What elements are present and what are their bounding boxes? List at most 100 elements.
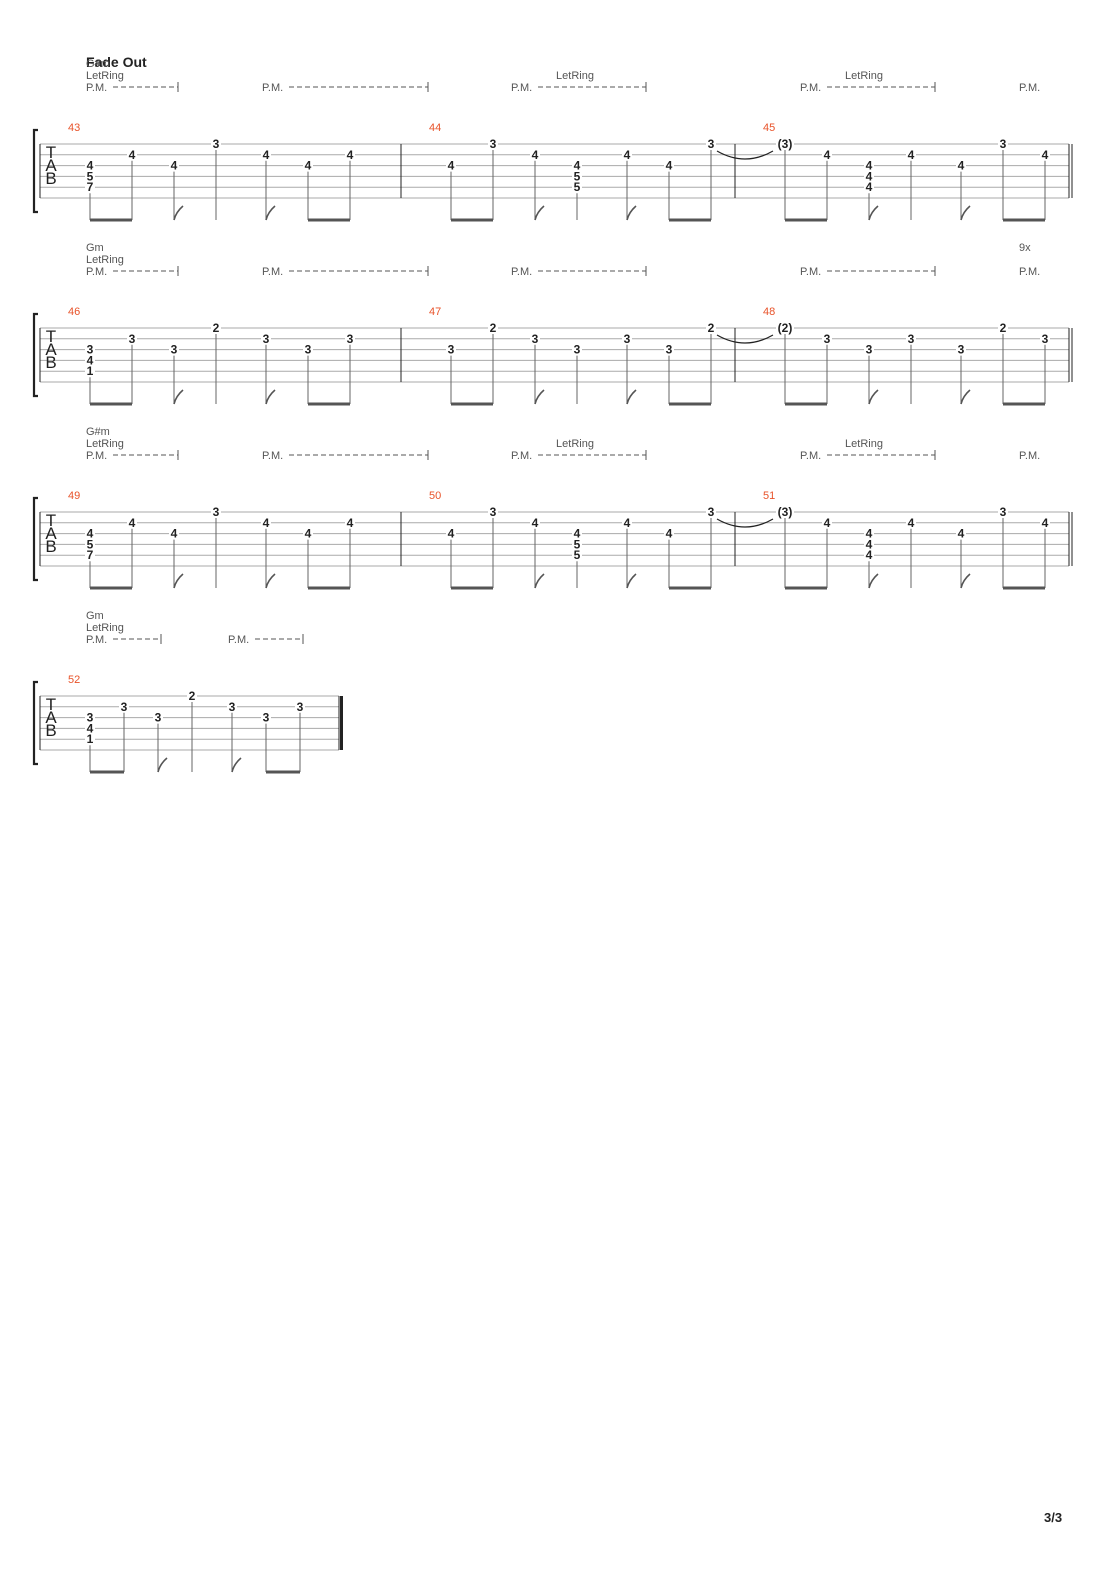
fret-mask (1040, 148, 1050, 160)
fret-number: 2 (708, 321, 715, 335)
fret-number: 4 (866, 180, 873, 194)
fret-number: (3) (778, 137, 793, 151)
fret-mask (572, 159, 582, 171)
fret-mask (303, 527, 313, 539)
palm-mute-label: P.M. (800, 266, 821, 278)
system-bracket (32, 496, 38, 582)
note-flag (534, 205, 545, 221)
measure-number: 43 (68, 122, 80, 134)
fret-mask (776, 138, 794, 149)
fret-number: 1 (87, 364, 94, 378)
fret-mask (488, 322, 498, 333)
fret-number: 3 (1000, 137, 1007, 151)
fret-number: (2) (778, 321, 793, 335)
fret-mask (864, 181, 874, 193)
fret-number: 3 (574, 343, 581, 357)
fret-mask (169, 159, 179, 171)
note-flag (231, 757, 242, 773)
fret-mask (85, 538, 95, 550)
fret-mask (776, 322, 794, 333)
palm-mute-label: P.M. (1019, 450, 1040, 462)
fret-mask (530, 332, 540, 344)
let-ring-label: LetRing (556, 438, 594, 450)
fret-mask (622, 148, 632, 160)
palm-mute-label: P.M. (1019, 82, 1040, 94)
palm-mute-label: P.M. (800, 82, 821, 94)
fret-number: 4 (908, 148, 915, 162)
fret-number: 3 (958, 343, 965, 357)
fret-mask (345, 332, 355, 344)
fret-number: 3 (490, 137, 497, 151)
fret-number: 4 (866, 169, 873, 183)
fret-mask (261, 516, 271, 528)
fret-mask (187, 690, 197, 701)
fret-number: 7 (87, 548, 94, 562)
tie-arc (716, 334, 774, 344)
fret-number: 4 (958, 527, 965, 541)
fret-mask (530, 516, 540, 528)
fret-number: 3 (666, 343, 673, 357)
fret-number: 3 (866, 343, 873, 357)
palm-mute-label: P.M. (511, 82, 532, 94)
fret-number: 4 (532, 148, 539, 162)
tie-arc (716, 518, 774, 528)
fret-mask (303, 159, 313, 171)
measure-number: 52 (68, 674, 80, 686)
fret-mask (822, 516, 832, 528)
fret-mask (906, 148, 916, 160)
fret-mask (572, 549, 582, 561)
note-flag (157, 757, 168, 773)
palm-mute-label: P.M. (262, 450, 283, 462)
palm-mute-label: P.M. (262, 266, 283, 278)
fret-number: 5 (87, 169, 94, 183)
fret-number: 4 (1042, 516, 1049, 530)
fret-number: 4 (908, 516, 915, 530)
tab-clef-letter: A (45, 340, 57, 359)
let-ring-label: LetRing (556, 70, 594, 82)
let-ring-label: LetRing (86, 438, 124, 450)
fret-mask (85, 711, 95, 723)
fret-mask (1040, 332, 1050, 344)
fret-mask (85, 722, 95, 734)
note-flag (173, 389, 184, 405)
let-ring-label: LetRing (845, 438, 883, 450)
fret-mask (998, 138, 1008, 149)
fret-mask (345, 516, 355, 528)
fret-mask (622, 332, 632, 344)
fret-number: 5 (574, 537, 581, 551)
note-flag (868, 389, 879, 405)
fret-mask (864, 170, 874, 182)
fret-mask (345, 148, 355, 160)
fret-mask (169, 527, 179, 539)
fret-number: 4 (666, 159, 673, 173)
fret-mask (822, 148, 832, 160)
fret-mask (706, 322, 716, 333)
tab-clef-letter: T (46, 695, 56, 714)
fret-number: 4 (87, 721, 94, 735)
tab-clef-letter: B (45, 537, 56, 556)
fret-number: 4 (574, 159, 581, 173)
tab-clef-letter: A (45, 156, 57, 175)
fret-number: 5 (574, 169, 581, 183)
fret-number: 4 (347, 148, 354, 162)
fret-number: 3 (229, 700, 236, 714)
section-title: Fade Out (86, 54, 147, 70)
fret-mask (998, 322, 1008, 333)
fret-mask (572, 527, 582, 539)
fret-number: 4 (129, 516, 136, 530)
fret-mask (864, 527, 874, 539)
fret-number: 3 (129, 332, 136, 346)
fret-number: 4 (824, 148, 831, 162)
palm-mute-label: P.M. (86, 450, 107, 462)
note-flag (626, 205, 637, 221)
measure-number: 45 (763, 122, 775, 134)
fret-number: 4 (866, 537, 873, 551)
fret-mask (488, 506, 498, 517)
final-barline (340, 696, 343, 750)
fret-number: 3 (908, 332, 915, 346)
fret-number: 4 (87, 527, 94, 541)
fret-mask (864, 159, 874, 171)
fret-mask (127, 516, 137, 528)
fret-number: 3 (87, 343, 94, 357)
measure-number: 44 (429, 122, 441, 134)
